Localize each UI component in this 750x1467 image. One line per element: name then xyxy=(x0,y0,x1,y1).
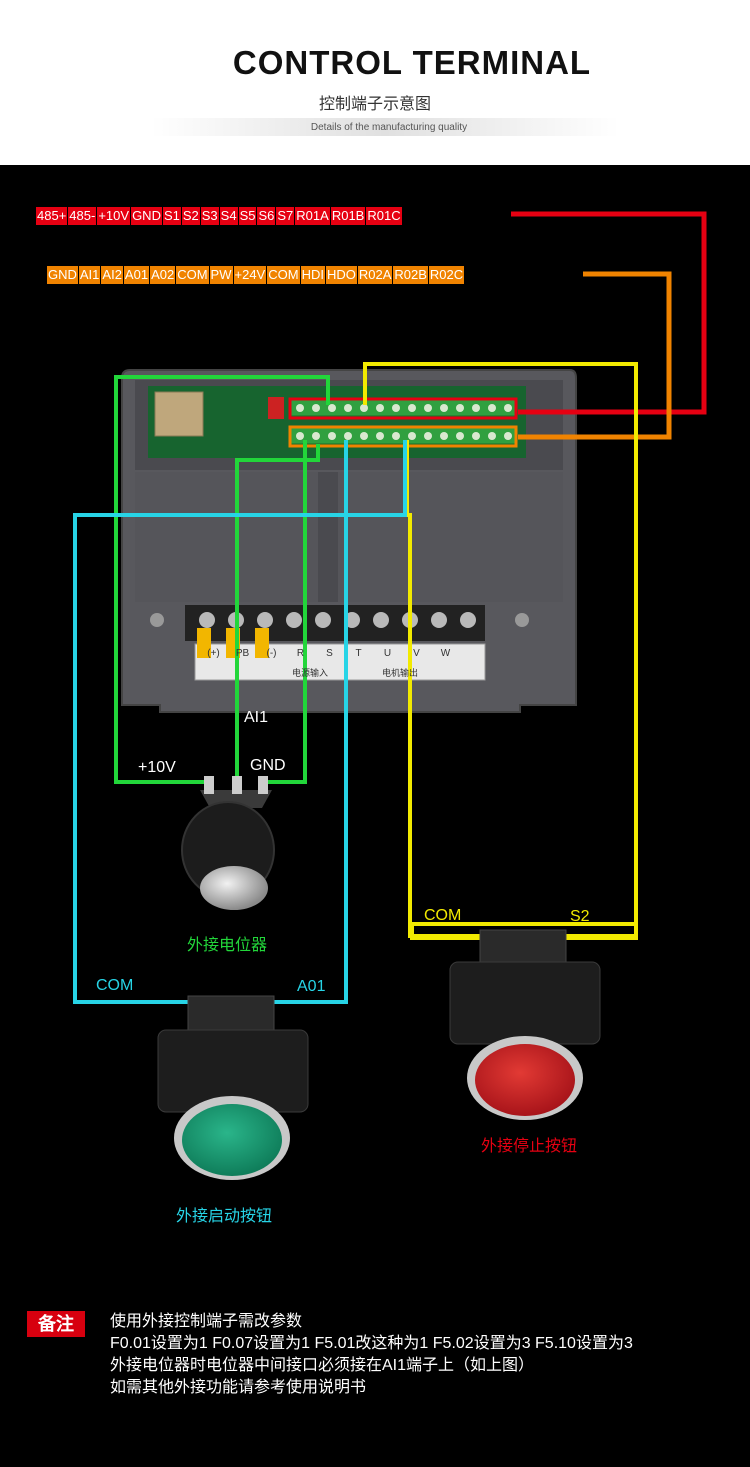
page-tagline: Details of the manufacturing quality xyxy=(310,122,468,133)
terminal-label: GND xyxy=(47,266,78,284)
label-s2: S2 xyxy=(570,908,590,925)
power-terminal-label: (-) xyxy=(266,648,277,659)
terminal-label: S7 xyxy=(276,207,295,225)
terminal-label: S6 xyxy=(257,207,276,225)
power-terminal-label: (+) xyxy=(207,648,220,659)
terminal-label: +10V xyxy=(97,207,131,225)
terminal-label: R02B xyxy=(393,266,428,284)
terminal-label: COM xyxy=(267,266,300,284)
notes-badge: 备注 xyxy=(27,1311,85,1337)
power-terminal-labels: (+) PB (-) R S T U V W xyxy=(199,648,460,659)
start-button-graphic xyxy=(157,995,309,1180)
inverter-housing xyxy=(121,369,577,713)
label-a01: A01 xyxy=(297,978,326,995)
terminal-label: R02A xyxy=(357,266,393,284)
wire-cyan-a01 xyxy=(260,440,348,1004)
panel-text-input: 电源输入 xyxy=(292,668,329,678)
terminal-label: AI2 xyxy=(101,266,123,284)
notes-line: 如需其他外接功能请参考使用说明书 xyxy=(110,1379,367,1396)
notes-line: 使用外接控制端子需改参数 xyxy=(110,1313,303,1330)
caption-stop-button: 外接停止按钮 xyxy=(481,1138,578,1155)
power-terminal-label: PB xyxy=(235,648,250,659)
label-ai1: AI1 xyxy=(244,709,269,726)
header: CONTROL TERMINAL 控制端子示意图 Details of the … xyxy=(0,0,750,165)
terminal-label: R01C xyxy=(366,207,402,225)
stop-button-graphic xyxy=(449,929,601,1120)
page-subtitle: 控制端子示意图 xyxy=(318,96,431,113)
caption-potentiometer: 外接电位器 xyxy=(187,937,268,954)
power-terminal-label: V xyxy=(413,648,420,659)
terminal-label: HDO xyxy=(325,266,357,284)
power-label-plate xyxy=(194,643,486,681)
highlight-row-top xyxy=(288,397,518,420)
terminal-label: R01A xyxy=(295,207,330,225)
notes-block: 使用外接控制端子需改参数 F0.01设置为1 F0.07设置为1 F5.01改这… xyxy=(110,1311,633,1399)
label-com-stop: COM xyxy=(424,907,462,924)
wiring-diagram xyxy=(73,211,707,1180)
terminal-label: S3 xyxy=(200,207,219,225)
terminal-label: R01B xyxy=(330,207,366,225)
terminal-label: A01 xyxy=(123,266,150,284)
terminal-label: A02 xyxy=(150,266,176,284)
terminal-label: GND xyxy=(131,207,162,225)
potentiometer xyxy=(181,776,275,910)
terminal-label: S5 xyxy=(238,207,257,225)
terminal-label: HDI xyxy=(300,266,325,284)
wire-red xyxy=(511,211,707,415)
terminal-label: AI1 xyxy=(78,266,101,284)
terminal-label: COM xyxy=(176,266,209,284)
wire-green-ai1 xyxy=(235,444,320,780)
terminal-label: S1 xyxy=(162,207,181,225)
terminal-label: R02C xyxy=(428,266,465,284)
power-terminal-label: U xyxy=(383,648,392,659)
panel-text-output: 电机输出 xyxy=(382,668,419,678)
terminal-label: S2 xyxy=(181,207,200,225)
terminal-label: 485+ xyxy=(36,207,68,225)
terminal-label: 485- xyxy=(68,207,97,225)
caption-start-button: 外接启动按钮 xyxy=(176,1208,273,1225)
label-gnd: GND xyxy=(250,757,286,774)
terminal-label: S4 xyxy=(219,207,238,225)
wire-green-plus10v xyxy=(114,375,330,784)
label-plus10v: +10V xyxy=(138,759,176,776)
power-terminal-label: T xyxy=(355,648,362,659)
page-title: CONTROL TERMINAL xyxy=(232,44,592,81)
notes-line: 外接电位器时电位器中间接口必须接在AI1端子上（如上图） xyxy=(110,1357,535,1374)
wire-green-gnd xyxy=(262,440,307,784)
terminal-label: +24V xyxy=(233,266,267,284)
label-com-start: COM xyxy=(96,977,134,994)
notes-line: F0.01设置为1 F0.07设置为1 F5.01改这种为1 F5.02设置为3… xyxy=(110,1335,633,1352)
header-divider xyxy=(150,118,620,136)
terminal-label: PW xyxy=(209,266,233,284)
power-terminal-label: S xyxy=(326,648,333,659)
power-terminal-label: R xyxy=(296,648,305,659)
power-terminal-label: W xyxy=(440,648,451,659)
wire-orange xyxy=(518,271,672,440)
wire-cyan-com xyxy=(73,440,407,1004)
